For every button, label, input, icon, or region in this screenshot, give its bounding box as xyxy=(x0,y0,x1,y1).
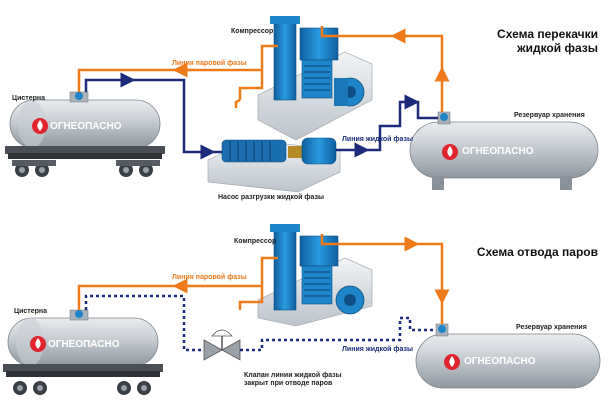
valve-note: Клапан линии жидкой фазы закрыт при отво… xyxy=(244,372,342,388)
valve-note-line2: закрыт при отводе паров xyxy=(244,380,333,388)
top-pump xyxy=(207,137,341,193)
top-title-line2: жидкой фазы xyxy=(517,40,598,55)
bottom-compressor-label: Компрессор xyxy=(234,238,277,245)
top-storage-sign: ОГНЕОПАСНО xyxy=(462,146,534,157)
top-vapor-line xyxy=(77,26,450,112)
top-storage-label: Резервуар хранения xyxy=(514,112,585,119)
top-compressor-label: Компрессор xyxy=(231,28,274,35)
bottom-storage-sign: ОГНЕОПАСНО xyxy=(464,356,536,367)
bottom-storage-label: Резервуар хранения xyxy=(516,324,587,331)
bottom-vapor-line xyxy=(77,234,450,324)
top-liquid-line-label: Линия жидкой фазы xyxy=(342,136,413,143)
bottom-liquid-line xyxy=(84,294,436,352)
valve-icon xyxy=(203,329,241,361)
bottom-vapor-line-label: Линия паровой фазы xyxy=(172,274,247,281)
top-tank-label: Цистерна xyxy=(12,95,46,102)
top-rail-tank xyxy=(5,91,165,177)
top-vapor-line-label: Линия паровой фазы xyxy=(172,60,247,67)
top-compressor xyxy=(257,16,373,141)
top-title-line1: Схема перекачки xyxy=(497,27,598,41)
bottom-liquid-line-label: Линия жидкой фазы xyxy=(342,346,413,353)
bottom-rail-tank xyxy=(3,309,163,395)
bottom-storage-tank xyxy=(415,323,601,389)
top-tank-sign: ОГНЕОПАСНО xyxy=(50,121,122,132)
bottom-tank-sign: ОГНЕОПАСНО xyxy=(48,339,120,350)
top-liquid-line xyxy=(84,72,438,160)
top-pump-label: Насос разгрузки жидкой фазы xyxy=(218,194,324,201)
bottom-scheme-title: Схема отвода паров xyxy=(476,245,598,259)
bottom-compressor xyxy=(257,224,373,327)
bottom-tank-label: Цистерна xyxy=(14,308,48,315)
top-storage-tank xyxy=(409,111,599,190)
valve-note-line1: Клапан линии жидкой фазы xyxy=(244,372,342,379)
top-scheme-title: Схема перекачки жидкой фазы xyxy=(470,27,598,56)
